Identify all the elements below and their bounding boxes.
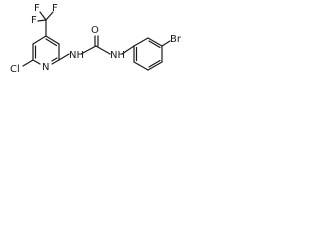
bond-c-f3 xyxy=(37,19,47,22)
bond-ring-nh xyxy=(58,53,70,61)
bond-benz-4 xyxy=(147,61,163,71)
bond-c-nh xyxy=(95,45,111,55)
bond-nh-ring xyxy=(121,45,135,55)
bond-ring-3 xyxy=(32,59,41,65)
bond-ring-4-double xyxy=(51,57,58,62)
atom-nh-left: NH xyxy=(69,50,84,61)
atom-nh-right: NH xyxy=(110,50,125,61)
bond-ring-6-double xyxy=(45,38,58,47)
bond-ring-cl xyxy=(22,59,34,67)
bond-benz-4-double xyxy=(148,59,161,68)
bond-c-f2 xyxy=(45,11,54,21)
bond-benz-1 xyxy=(133,37,149,47)
bond-lines xyxy=(22,11,171,71)
bond-benz-5 xyxy=(133,61,149,71)
bond-nh-c xyxy=(80,45,97,55)
bond-benz-2 xyxy=(147,37,163,47)
atom-f2: F xyxy=(52,3,58,14)
bond-ring-6 xyxy=(45,35,60,45)
bond-benz-2-double xyxy=(148,40,161,49)
bond-c-f1 xyxy=(39,11,47,21)
atom-br: Br xyxy=(170,34,182,45)
atom-o: O xyxy=(91,25,99,36)
bond-benz-br xyxy=(161,40,171,47)
atom-labels: F F F N Cl NH O NH Br xyxy=(10,3,182,75)
atom-cl: Cl xyxy=(10,64,20,75)
molecule-diagram: F F F N Cl NH O NH Br xyxy=(10,3,182,75)
bond-ring-4 xyxy=(51,59,60,65)
atom-f1: F xyxy=(34,3,40,14)
atom-f3: F xyxy=(31,15,37,26)
bond-ring-1 xyxy=(32,35,47,45)
atom-n-pyridine: N xyxy=(42,62,49,73)
